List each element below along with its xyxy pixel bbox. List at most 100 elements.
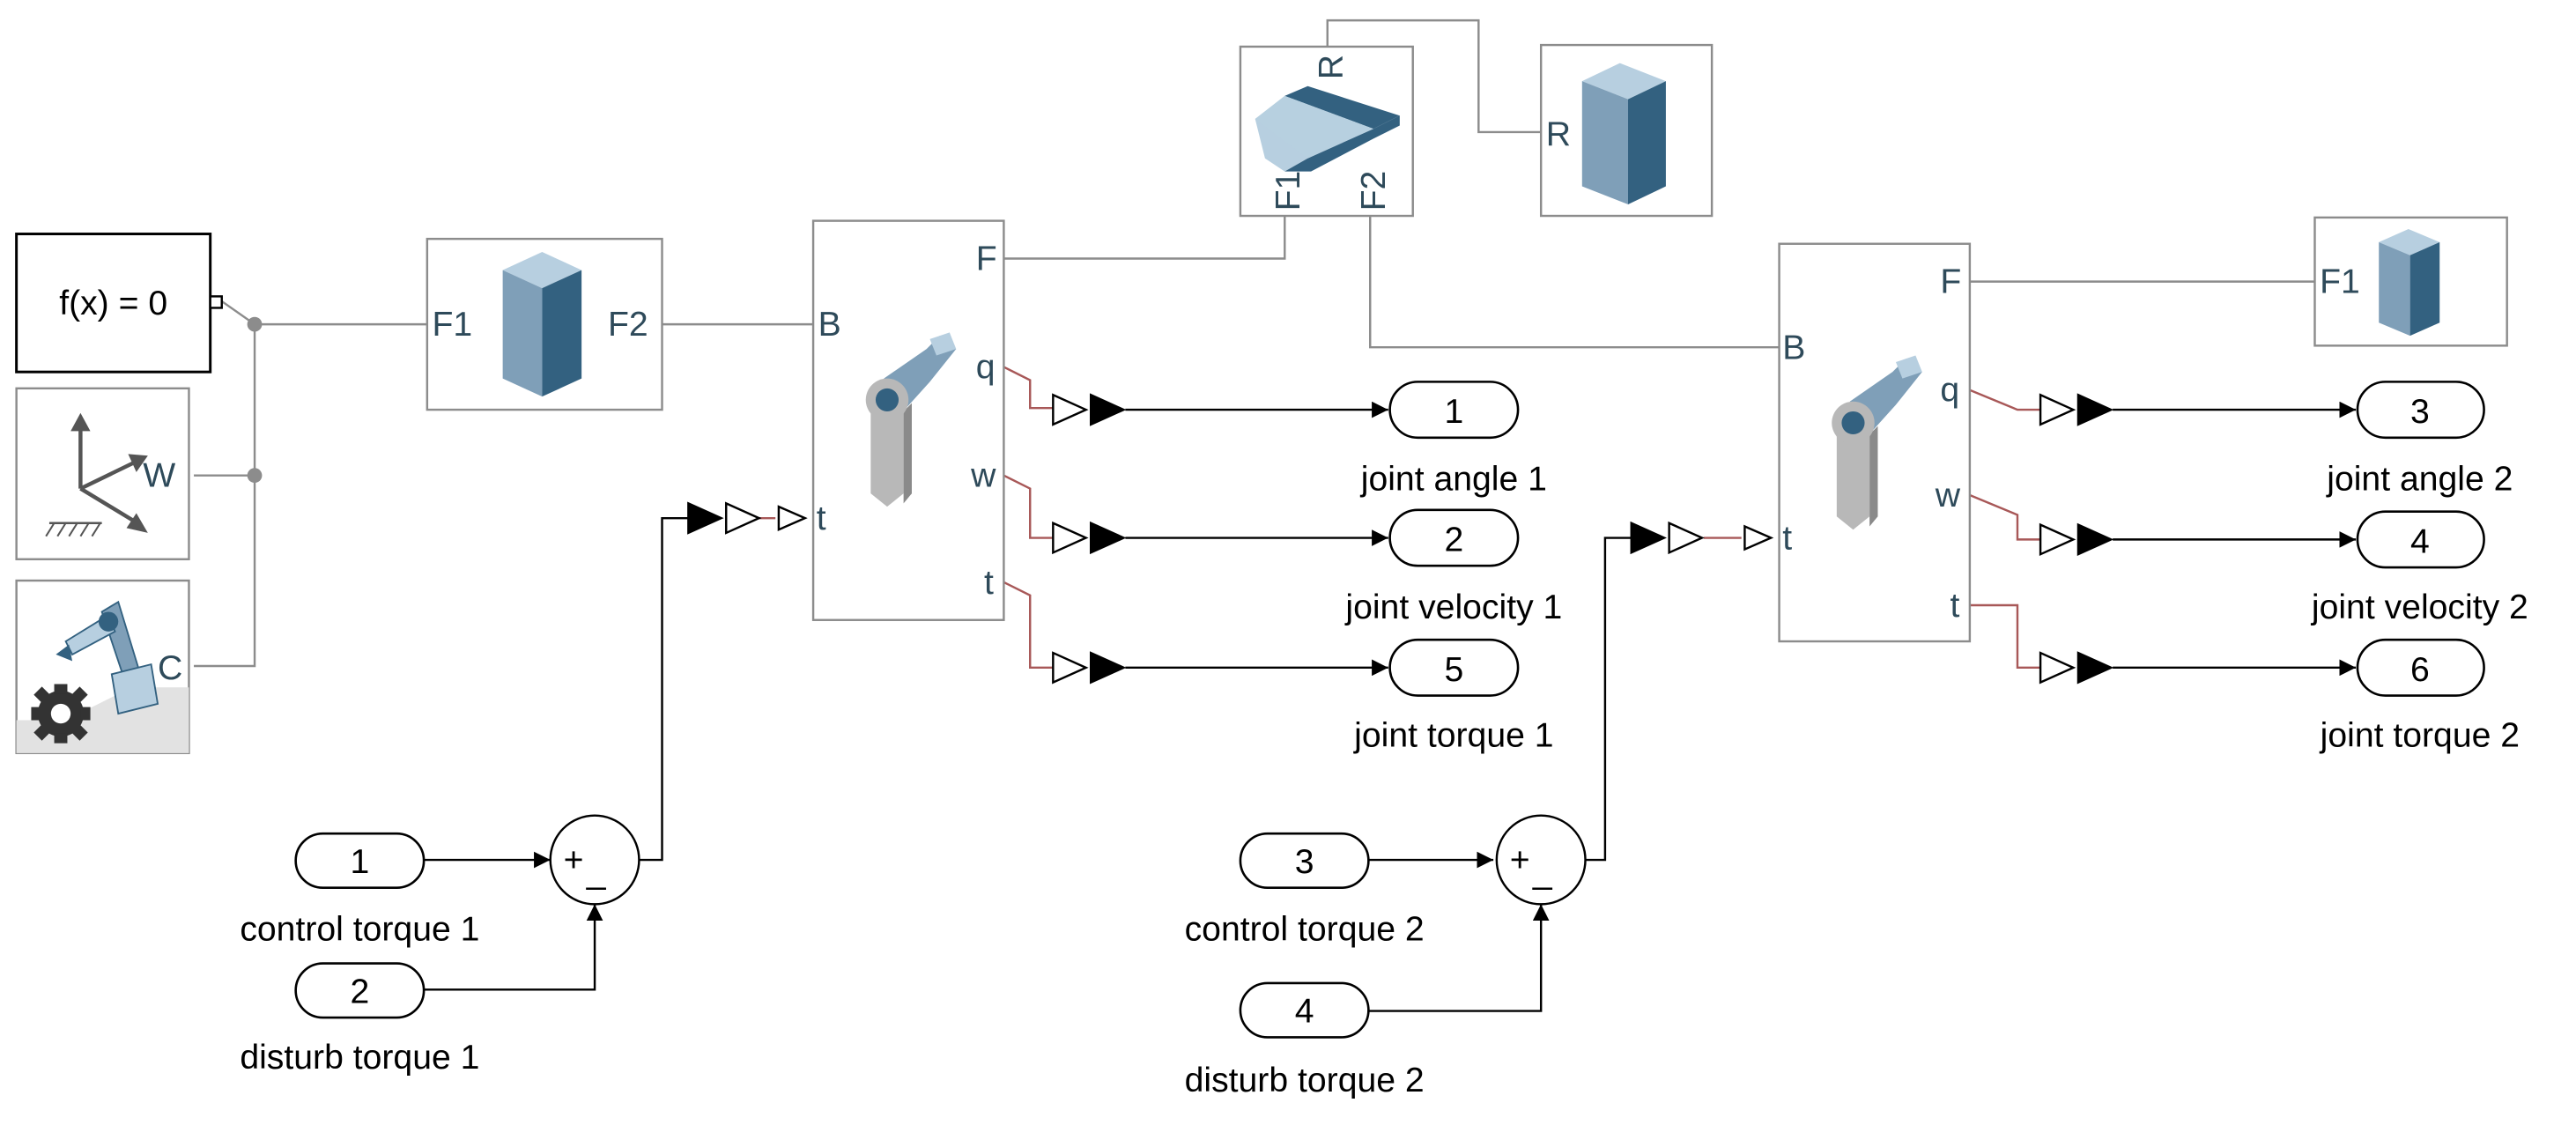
brick-port-f1: F1 [1269, 171, 1307, 211]
line-brick-R-solid [1326, 19, 1542, 134]
inport-disturb-torque-1[interactable]: 2 disturb torque 1 [240, 962, 479, 1077]
inport-control-torque-2[interactable]: 3 control torque 2 [1185, 832, 1425, 948]
inport-label: control torque 1 [240, 910, 479, 948]
signal-sum1-joint1 [639, 516, 689, 862]
outport-joint-angle-1[interactable]: 1 joint angle 1 [1360, 381, 1547, 498]
outport-number: 6 [2410, 651, 2430, 689]
joint2-port-t: t [1951, 587, 1960, 625]
brick-solid-block[interactable]: R F1 F2 [1239, 45, 1414, 218]
inport-label: disturb torque 2 [1185, 1062, 1425, 1099]
ps-to-simulink-converter-q2 [2039, 393, 2114, 426]
outport-label: joint torque 2 [2320, 716, 2520, 754]
ps-line-t1 [1003, 581, 1054, 670]
top-right-solid-block[interactable]: R [1539, 43, 1714, 218]
inport-control-torque-1[interactable]: 1 control torque 1 [240, 832, 479, 948]
world-frame-block[interactable]: W [15, 387, 190, 560]
outport-label: joint torque 1 [1353, 716, 1553, 754]
joint1-port-w: w [970, 457, 996, 495]
gear-icon [31, 684, 91, 744]
revolute-joint-icon [1832, 355, 1922, 530]
mechanism-configuration-block[interactable]: C [15, 579, 190, 755]
ps-to-simulink-converter-w2 [2039, 522, 2114, 557]
outport-joint-velocity-1[interactable]: 2 joint velocity 1 [1344, 508, 1562, 626]
outport-joint-torque-1[interactable]: 5 joint torque 1 [1353, 638, 1554, 754]
revolute-joint-icon [865, 332, 957, 507]
signal-sum2-joint2 [1583, 537, 1632, 862]
ps-line-q1 [1003, 366, 1054, 410]
sum2-plus: + [1510, 841, 1530, 879]
ps-to-simulink-converter-q1 [1052, 393, 1127, 426]
top-right-solid-port-r: R [1546, 115, 1571, 153]
simulink-to-ps-converter-2 [1630, 521, 1774, 555]
joint1-port-t: t [984, 564, 994, 602]
revolute-joint-1-block[interactable]: B F q w t t [811, 219, 1005, 621]
outport-number: 4 [2410, 522, 2430, 560]
ps-to-simulink-converter-w1 [1052, 521, 1127, 555]
sum1-plus: + [564, 841, 584, 879]
inport-number: 3 [1295, 843, 1314, 881]
outport-label: joint velocity 2 [2311, 588, 2528, 626]
joint1-port-t-in: t [817, 500, 826, 537]
joint2-port-b: B [1782, 329, 1805, 366]
ps-line-t2 [1969, 603, 2041, 670]
ps-to-simulink-converter-t1 [1052, 651, 1127, 685]
converter-blocks [687, 393, 2114, 685]
robot-arm-icon [56, 600, 159, 715]
ps-to-simulink-converter-t2 [2039, 651, 2114, 685]
simulink-to-ps-converter-1 [687, 501, 808, 535]
solid-icon [1581, 63, 1666, 204]
solid-icon [502, 252, 582, 397]
sum-block-1[interactable]: + _ [549, 814, 640, 906]
connection-lines [194, 19, 2357, 1012]
line-brick-F2-joint2 [1369, 216, 1780, 349]
brick-port-f2: F2 [1355, 171, 1393, 211]
bus-junction-mid [247, 468, 263, 484]
right-solid-port-f1: F1 [2320, 263, 2360, 301]
joint1-port-f: F [976, 241, 997, 278]
bus-junction-top [247, 316, 263, 332]
outport-number: 5 [1444, 651, 1463, 689]
base-solid-block[interactable]: F1 F2 [426, 237, 663, 411]
ps-line-q2 [1969, 389, 2041, 411]
outport-label: joint angle 1 [1360, 460, 1547, 498]
solver-port[interactable] [209, 295, 223, 309]
joint2-port-t-in: t [1782, 520, 1792, 558]
world-frame-icon [45, 412, 148, 537]
revolute-joint-2-block[interactable]: B F q w t t [1778, 242, 1972, 643]
inport-number: 1 [350, 843, 369, 881]
sum1-minus: _ [586, 853, 607, 891]
inport-disturb-torque-2[interactable]: 4 disturb torque 2 [1185, 981, 1425, 1099]
outport-joint-torque-2[interactable]: 6 joint torque 2 [2320, 638, 2520, 754]
joint2-port-w: w [1935, 477, 1961, 514]
inport-label: control torque 2 [1185, 910, 1425, 948]
line-joint1-F-brick [1003, 216, 1286, 260]
brick-icon [1255, 85, 1400, 172]
right-solid-block[interactable]: F1 [2313, 216, 2508, 347]
outport-number: 1 [1444, 393, 1463, 431]
joint2-port-f: F [1940, 263, 1961, 301]
joint1-port-q: q [976, 349, 996, 387]
outport-label: joint velocity 1 [1344, 588, 1562, 626]
signal-disturb2-sum2 [1368, 904, 1550, 1012]
inport-label: disturb torque 1 [240, 1039, 479, 1077]
inport-number: 2 [350, 973, 369, 1010]
world-port-label: W [143, 457, 175, 495]
outport-number: 3 [2410, 393, 2430, 431]
solver-configuration-block[interactable]: f(x) = 0 [15, 233, 223, 374]
sum-block-2[interactable]: + _ [1495, 814, 1587, 906]
mechanism-port-label: C [158, 649, 182, 687]
solid-icon [2379, 228, 2440, 337]
outport-joint-angle-2[interactable]: 3 joint angle 2 [2326, 381, 2513, 498]
solver-label: f(x) = 0 [59, 285, 167, 322]
ps-line-w2 [1969, 493, 2041, 541]
ps-line-w1 [1003, 474, 1054, 539]
sum2-minus: _ [1532, 853, 1553, 891]
joint1-port-b: B [818, 306, 841, 344]
inport-number: 4 [1295, 993, 1314, 1031]
brick-port-r: R [1313, 55, 1351, 79]
joint2-port-q: q [1940, 372, 1959, 410]
base-solid-port-f2: F2 [608, 306, 648, 344]
outport-joint-velocity-2[interactable]: 4 joint velocity 2 [2311, 510, 2528, 626]
